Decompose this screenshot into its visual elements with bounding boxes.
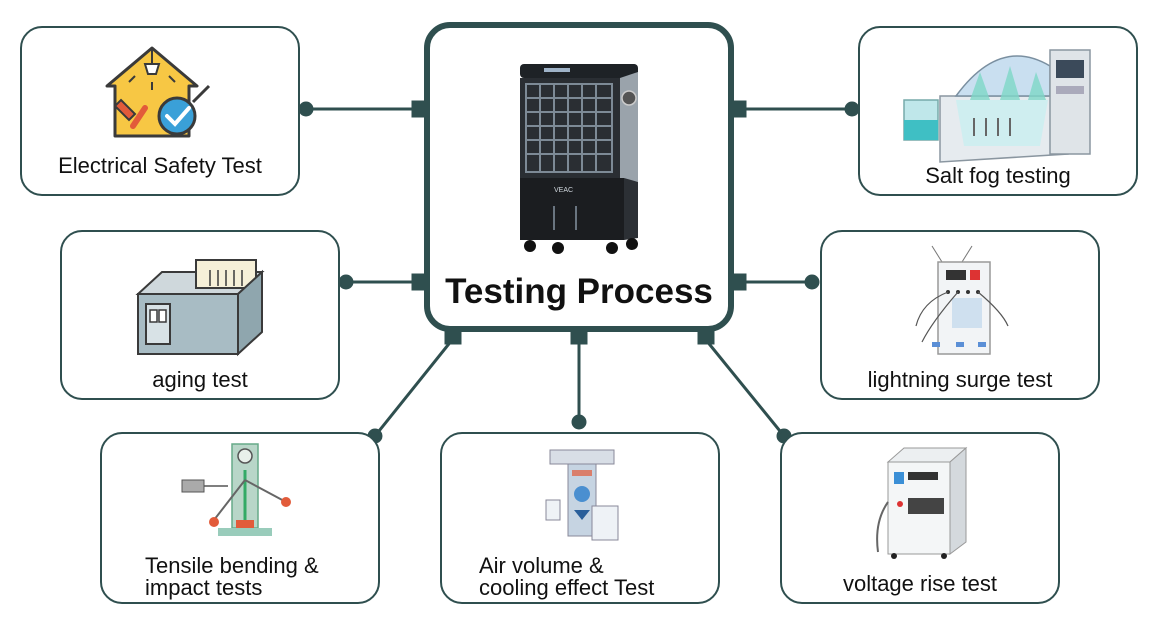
label-air-line1: Air volume & (479, 553, 604, 578)
voltage-cabinet-icon (876, 446, 968, 559)
air-cooler-image: VEAC (520, 64, 638, 254)
card-lightning-surge-test: lightning surge test (820, 230, 1100, 400)
center-title: Testing Process (445, 272, 713, 311)
aging-oven-icon (135, 259, 265, 357)
label-tensile-line2: impact tests (145, 575, 263, 600)
center-node: VEAC Testing Process (424, 22, 734, 332)
card-tensile-bending-impact: Tensile bending & impact tests (100, 432, 380, 604)
card-voltage-rise-test: voltage rise test (780, 432, 1060, 604)
pendulum-impact-icon (181, 443, 291, 536)
svg-text:VEAC: VEAC (554, 187, 573, 194)
label-electrical-safety-test: Electrical Safety Test (58, 153, 262, 178)
card-aging-test: aging test (60, 230, 340, 400)
label-voltage-rise-test: voltage rise test (842, 571, 998, 596)
surge-tester-icon (915, 245, 1009, 355)
label-aging-test: aging test (152, 367, 248, 392)
card-air-volume-cooling: Air volume & cooling effect Test (440, 432, 720, 604)
house-bulb-check-icon (105, 46, 211, 138)
label-air-line2: cooling effect Test (479, 575, 655, 600)
label-salt-fog-testing: Salt fog testing (925, 163, 1071, 188)
air-tunnel-icon (545, 449, 619, 541)
label-tensile-line1: Tensile bending & (145, 553, 319, 578)
card-electrical-safety-test: Electrical Safety Test (20, 26, 300, 196)
label-lightning-surge-test: lightning surge test (867, 367, 1053, 392)
salt-fog-chamber-icon (903, 49, 1091, 163)
card-salt-fog-testing: Salt fog testing (858, 26, 1138, 196)
